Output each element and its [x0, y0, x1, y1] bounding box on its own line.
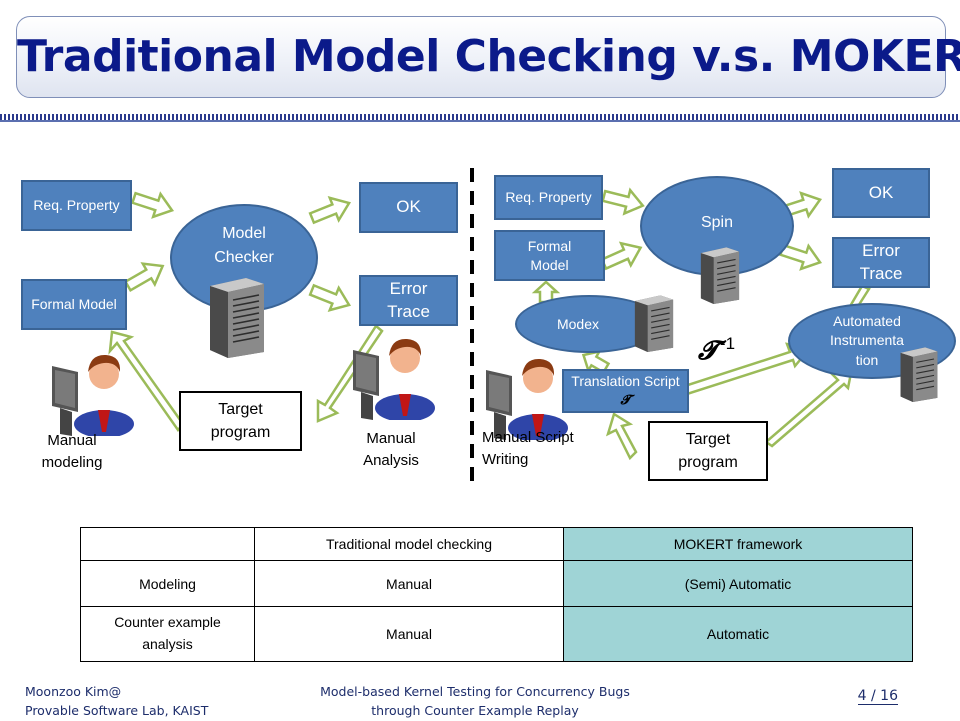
table-cell: Automatic — [563, 606, 913, 662]
table-cell: Counter example analysis — [80, 606, 255, 662]
page-title: Traditional Model Checking v.s. MOKERT — [17, 31, 960, 82]
req-property-box-right: Req. Property — [494, 175, 603, 220]
table-cell-text: Counter example analysis — [114, 614, 221, 652]
server-icon — [210, 278, 264, 358]
arrow-req-to-checker — [129, 185, 178, 224]
arrow-checker-to-ok — [306, 190, 355, 231]
footer-talk-line2: through Counter Example Replay — [371, 703, 579, 719]
error-trace-label-left: Error Trace — [387, 278, 430, 321]
formal-model-label-right: Formal Model — [527, 237, 572, 273]
manual-modeling-label: Manual modeling — [41, 432, 103, 471]
req-property-box-left: Req. Property — [21, 180, 132, 231]
spin-label: Spin — [700, 214, 734, 231]
translation-script-box: Translation Script 𝓣 — [562, 369, 689, 413]
req-property-label-left: Req. Property — [33, 197, 120, 214]
target-program-label-right: Target program — [678, 430, 738, 471]
arrow-target-to-formal-model — [108, 330, 185, 433]
req-property-label-right: Req. Property — [505, 189, 592, 206]
script-t-symbol: 𝓣 — [620, 393, 631, 409]
inverse-t-letter: 𝓣 — [698, 336, 718, 366]
table-header-cell: MOKERT framework — [563, 527, 913, 561]
server-icon — [700, 247, 740, 304]
error-trace-box-left: Error Trace — [359, 275, 458, 326]
footer-lab: Provable Software Lab, KAIST — [25, 703, 209, 719]
ok-box-left: OK — [359, 182, 458, 233]
page-number: 4 / 16 — [857, 688, 898, 705]
table-cell: Manual — [254, 606, 564, 662]
table-header-row: Traditional model checking MOKERT framew… — [80, 527, 913, 561]
footer-author-block: Moonzoo Kim@ Provable Software Lab, KAIS… — [25, 682, 208, 721]
manual-script-writing-label: Manual Script Writing — [482, 429, 574, 468]
person-at-computer-icon — [353, 338, 435, 420]
arrow-model-to-checker — [120, 254, 170, 298]
target-program-box-right: Target program — [648, 421, 768, 481]
person-at-computer-icon — [52, 354, 134, 436]
inverse-t-symbol: 𝓣-1 — [698, 334, 736, 367]
error-trace-box-right: Error Trace — [832, 237, 930, 288]
table-cell: (Semi) Automatic — [563, 560, 913, 607]
title-box: Traditional Model Checking v.s. MOKERT — [16, 16, 960, 98]
title-divider — [0, 114, 960, 120]
model-checker-label: Model Checker — [214, 225, 274, 266]
target-program-box-left: Target program — [179, 391, 302, 451]
person-at-computer-icon — [486, 358, 568, 440]
arrow-target-to-instrumentation — [763, 366, 854, 448]
table-cell: Modeling — [80, 560, 255, 607]
arrow-req-to-spin — [599, 183, 647, 219]
arrow-target-to-script — [605, 412, 638, 461]
comparison-table: Traditional model checking MOKERT framew… — [80, 527, 913, 662]
formal-model-box-left: Formal Model — [21, 279, 127, 330]
arrow-checker-to-error — [306, 277, 355, 318]
modex-label: Modex — [556, 315, 600, 332]
formal-model-label-left: Formal Model — [31, 296, 117, 313]
manual-analysis-label: Manual Analysis — [363, 430, 419, 469]
translation-script-label: Translation Script — [571, 372, 680, 389]
table-cell: Manual — [254, 560, 564, 607]
title-divider-line — [0, 120, 960, 122]
arrow-model-to-spin — [597, 235, 647, 277]
error-trace-label-right: Error Trace — [859, 240, 903, 283]
table-row: Modeling Manual (Semi) Automatic — [80, 560, 913, 607]
server-icon — [634, 295, 674, 352]
ok-label-left: OK — [396, 197, 421, 217]
footer-author: Moonzoo Kim@ — [25, 684, 122, 699]
target-program-label-left: Target program — [210, 400, 271, 441]
ok-label-right: OK — [868, 182, 894, 202]
automated-instrumentation-label: Automated Instrumenta tion — [830, 312, 904, 368]
spin-ellipse: Spin — [640, 176, 794, 276]
ok-box-right: OK — [832, 168, 930, 218]
server-icon — [900, 347, 938, 402]
table-header-cell: Traditional model checking — [254, 527, 564, 561]
arrow-error-to-target — [316, 324, 384, 423]
formal-model-box-right: Formal Model — [494, 230, 605, 281]
arrow-script-to-modex — [581, 349, 611, 375]
footer-talk-block: Model-based Kernel Testing for Concurren… — [300, 682, 650, 721]
table-header-cell — [80, 527, 255, 561]
footer-talk-line1: Model-based Kernel Testing for Concurren… — [320, 684, 630, 699]
inverse-t-exponent: -1 — [719, 334, 736, 353]
table-row: Counter example analysis Manual Automati… — [80, 606, 913, 662]
